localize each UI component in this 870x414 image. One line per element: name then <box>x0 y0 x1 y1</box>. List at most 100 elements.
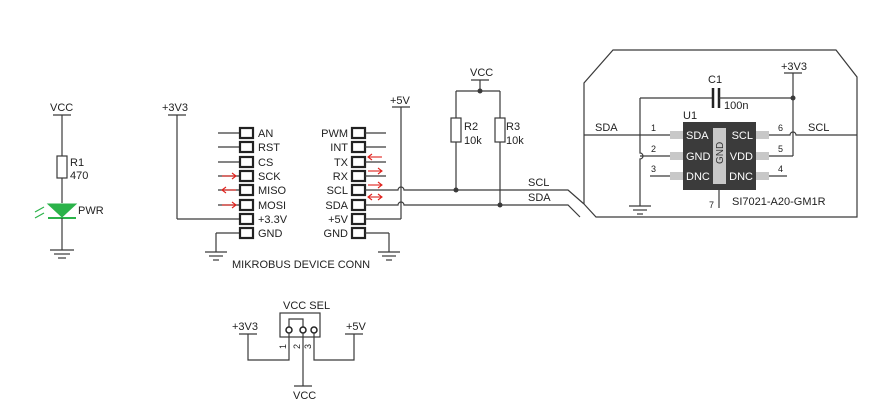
ground-icon-left <box>205 251 227 261</box>
led-emit-arrow-icon <box>34 206 45 213</box>
sda-net-label: SDA <box>528 192 551 204</box>
jumper-pin-3 <box>310 326 318 334</box>
r2-value: 10k <box>464 135 482 147</box>
r1-ref: R1 <box>70 157 84 169</box>
ic-label-vdd: VDD <box>730 151 753 163</box>
scl-net-label: SCL <box>528 177 549 189</box>
arrow-left-icon-miso <box>221 186 236 194</box>
jumper-3v3-wire <box>247 333 290 361</box>
cap-value: 100n <box>724 100 748 112</box>
pin-label-5v: +5V <box>328 214 349 226</box>
pin-label-tx: TX <box>334 157 349 169</box>
mikrobus-5v-label: +5V <box>390 95 411 107</box>
vcc-select-jumper: VCC SEL 1 2 3 +3V3 +5V VCC <box>232 300 367 402</box>
vcc-label-led: VCC <box>50 102 73 114</box>
sensor-block: +3V3 C1 100n SDA SCL 1 2 3 6 <box>583 49 858 215</box>
pin-label-scl: SCL <box>327 185 348 197</box>
pad-vdd <box>756 152 769 160</box>
pin-number-1: 1 <box>651 123 656 133</box>
jumper-5v-label: +5V <box>346 321 367 333</box>
pin-label-rx: RX <box>333 171 349 183</box>
pin-number-4: 4 <box>778 164 783 174</box>
junction-dot-sda <box>497 202 503 208</box>
r1-value: 470 <box>70 170 88 182</box>
pin-number-2: 2 <box>651 144 656 154</box>
resistor-r3 <box>494 117 506 143</box>
jumper-pin-1 <box>285 326 293 334</box>
pin-label-cs: CS <box>258 157 273 169</box>
pin-number-3: 3 <box>651 164 656 174</box>
sensor-gnd-wire <box>639 98 644 206</box>
jumper-pin-number-3: 3 <box>303 344 313 349</box>
mikrobus-title: MIKROBUS DEVICE CONN <box>232 259 370 271</box>
arrow-left-icon-tx <box>367 153 382 161</box>
power-led-circuit: VCC R1 470 PWR <box>34 102 104 259</box>
sensor-3v3-label: +3V3 <box>781 61 807 73</box>
pin-label-miso: MISO <box>258 185 287 197</box>
led-label: PWR <box>78 205 104 217</box>
vcc-sel-title: VCC SEL <box>283 300 330 312</box>
pin-number-7: 7 <box>709 200 714 210</box>
pin-number-6: 6 <box>778 123 783 133</box>
jumper-shunt <box>288 318 304 330</box>
right-pin-column <box>350 126 367 240</box>
sensor-scl-label: SCL <box>808 122 829 134</box>
cap-ref: C1 <box>708 74 722 86</box>
mikrobus-3v3-label: +3V3 <box>162 102 188 114</box>
i2c-bus: SCL SDA VCC R2 10k R3 10k <box>365 67 585 218</box>
ic-part-number: SI7021-A20-GM1R <box>732 196 826 208</box>
junction-dot-scl <box>453 187 459 193</box>
r3-ref: R3 <box>506 121 520 133</box>
ic-label-sda: SDA <box>686 130 709 142</box>
pad-sda <box>670 131 683 139</box>
arrow-right-icon-rx <box>368 167 383 175</box>
sda-line <box>365 201 581 218</box>
scl-line <box>365 186 585 205</box>
pad-gnd <box>670 152 683 160</box>
jumper-pin-number-2: 2 <box>292 344 302 349</box>
sensor-frame-bottom-edge <box>583 148 858 218</box>
ic-label-dnc-left: DNC <box>686 171 710 183</box>
pin-number-5: 5 <box>778 144 783 154</box>
sensor-sda-label: SDA <box>595 122 618 134</box>
ground-icon <box>50 249 74 259</box>
pad-dnc-right <box>756 172 769 180</box>
arrow-right-icon-mosi <box>222 201 237 209</box>
r3-value: 10k <box>506 135 524 147</box>
ic-label-scl: SCL <box>732 130 753 142</box>
pin-label-rst: RST <box>258 142 280 154</box>
led-pwr-icon <box>46 203 78 218</box>
ground-icon-right <box>378 251 400 261</box>
pin-label-mosi: MOSI <box>258 200 286 212</box>
pin-label-3v3: +3.3V <box>258 214 288 226</box>
jumper-pin-number-1: 1 <box>278 344 288 349</box>
jumper-vcc-label: VCC <box>293 390 316 402</box>
arrow-bidirectional-icon-scl <box>368 181 383 189</box>
arrow-bidirectional-icon-sda <box>367 193 383 201</box>
mikrobus-connector: +3V3 <box>162 95 411 271</box>
resistor-r1 <box>56 155 68 179</box>
pin-label-gnd-left: GND <box>258 228 283 240</box>
ground-icon-sensor <box>629 205 651 215</box>
left-pin-column <box>238 126 255 240</box>
r2-ref: R2 <box>464 121 478 133</box>
pullup-vcc-label: VCC <box>470 67 493 79</box>
pad-gnd-center <box>713 128 726 184</box>
jumper-pin-2 <box>299 326 307 334</box>
pad-dnc-left <box>670 172 683 180</box>
pin-label-pwm: PWM <box>321 128 348 140</box>
pin-label-sda: SDA <box>325 200 348 212</box>
jumper-5v-wire <box>313 333 355 361</box>
sensor-frame-top <box>583 49 858 204</box>
sensor-scl-wire <box>767 131 857 136</box>
jumper-3v3-label: +3V3 <box>232 321 258 333</box>
ic-label-gnd: GND <box>686 151 711 163</box>
pin-label-int: INT <box>330 142 348 154</box>
ic-label-dnc-right: DNC <box>729 171 753 183</box>
pad-scl <box>756 131 769 139</box>
led-emit-arrow-icon-2 <box>34 212 45 219</box>
resistor-r2 <box>450 117 462 143</box>
arrow-right-icon-sck <box>222 172 237 180</box>
pin-label-sck: SCK <box>258 171 281 183</box>
